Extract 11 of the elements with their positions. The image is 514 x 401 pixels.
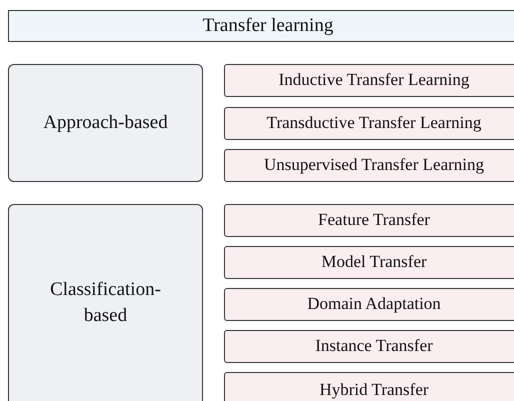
item-box: Hybrid Transfer — [224, 372, 514, 401]
category-box: Classification-based — [8, 204, 203, 401]
item-box: Feature Transfer — [224, 204, 514, 237]
item-box: Unsupervised Transfer Learning — [224, 149, 514, 182]
item-box: Transductive Transfer Learning — [224, 107, 514, 140]
item-box: Model Transfer — [224, 246, 514, 279]
item-box: Inductive Transfer Learning — [224, 64, 514, 97]
category-box: Approach-based — [8, 64, 203, 182]
item-box: Domain Adaptation — [224, 288, 514, 321]
title-bar: Transfer learning — [8, 10, 514, 42]
item-box: Instance Transfer — [224, 330, 514, 363]
